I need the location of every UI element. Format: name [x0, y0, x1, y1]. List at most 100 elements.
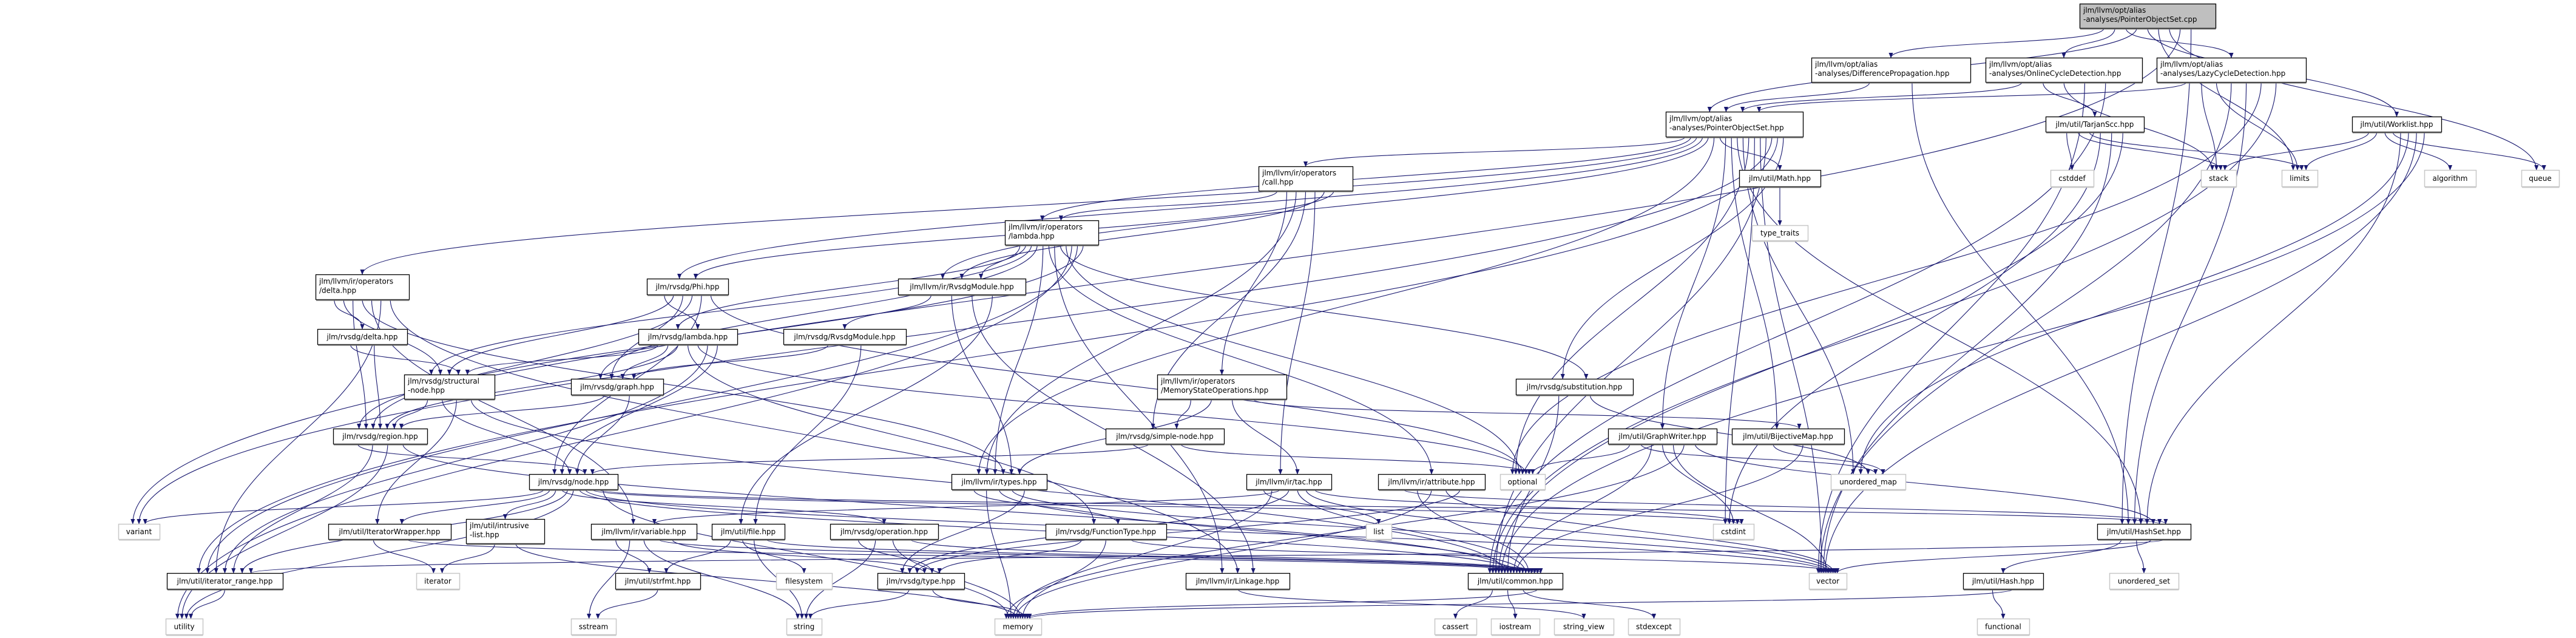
dependency-edge: [1453, 588, 1493, 619]
graph-node-jlm-llvm-ir-attribute-hpp[interactable]: jlm/llvm/ir/attribute.hpp: [1378, 473, 1486, 491]
dependency-edge: [1823, 131, 2417, 574]
dependency-edge: [1263, 489, 1381, 524]
dependency-edge: [1305, 489, 1834, 574]
graph-node-optional: optional: [1499, 473, 1546, 491]
graph-node-iterator: iterator: [416, 572, 461, 591]
dependency-edge: [1314, 489, 1744, 524]
node-label: unordered_map: [1839, 478, 1897, 486]
graph-node-jlm-rvsdg-rvsdgmodule-hpp[interactable]: jlm/rvsdg/RvsdgModule.hpp: [783, 328, 907, 346]
graph-node-jlm-rvsdg-delta-hpp[interactable]: jlm/rvsdg/delta.hpp: [317, 328, 408, 346]
graph-node-jlm-rvsdg-phi-hpp[interactable]: jlm/rvsdg/Phi.hpp: [646, 278, 729, 296]
node-box: [404, 374, 496, 400]
graph-node-jlm-llvm-opt-alias-analyses-differencepropagation-hpp[interactable]: jlm/llvm/opt/alias-analyses/DifferencePr…: [1811, 57, 1972, 84]
dependency-edge: [1231, 398, 1300, 475]
graph-node-jlm-util-worklist-hpp[interactable]: jlm/util/Worklist.hpp: [2351, 116, 2442, 134]
graph-node-jlm-util-common-hpp[interactable]: jlm/util/common.hpp: [1467, 572, 1564, 591]
dependency-edge: [620, 344, 669, 379]
node-label: jlm/rvsdg/type.hpp: [886, 577, 955, 586]
node-label: type_traits: [1760, 229, 1799, 237]
graph-node-jlm-rvsdg-node-hpp[interactable]: jlm/rvsdg/node.hpp: [529, 473, 619, 491]
node-box: [830, 523, 939, 540]
dependency-edge: [664, 538, 731, 574]
dependency-edge: [1129, 538, 1838, 574]
graph-node-jlm-llvm-ir-operators-memorystateoperations-hpp[interactable]: jlm/llvm/ir/operators/MemoryStateOperati…: [1157, 374, 1288, 401]
graph-node-jlm-rvsdg-operation-hpp[interactable]: jlm/rvsdg/operation.hpp: [830, 523, 939, 541]
graph-node-jlm-rvsdg-structural-node-hpp[interactable]: jlm/rvsdg/structural-node.hpp: [404, 374, 496, 401]
graph-node-unordered-map: unordered_map: [1830, 473, 1907, 491]
graph-node-jlm-llvm-ir-types-hpp[interactable]: jlm/llvm/ir/types.hpp: [951, 473, 1048, 491]
node-label: jlm/util/iterator_range.hpp: [177, 577, 273, 586]
dependency-edge: [857, 538, 935, 574]
graph-node-jlm-llvm-opt-alias-analyses-lazycycledetection-hpp[interactable]: jlm/llvm/opt/alias-analyses/LazyCycleDet…: [2156, 57, 2307, 84]
graph-node-jlm-util-file-hpp[interactable]: jlm/util/file.hpp: [711, 523, 786, 541]
node-label: jlm/llvm/ir/attribute.hpp: [1387, 478, 1475, 486]
graph-node-jlm-llvm-ir-variable-hpp[interactable]: jlm/llvm/ir/variable.hpp: [590, 523, 698, 541]
graph-node-jlm-llvm-opt-alias-analyses-pointerobjectset-cpp[interactable]: jlm/llvm/opt/alias-analyses/PointerObjec…: [2079, 3, 2217, 30]
dependency-edge: [2077, 131, 2223, 171]
graph-node-jlm-llvm-ir-rvsdgmodule-hpp[interactable]: jlm/llvm/ir/RvsdgModule.hpp: [898, 278, 1027, 296]
dependency-edge: [1740, 81, 2023, 112]
graph-node-variant: variant: [118, 523, 161, 541]
graph-node-jlm-util-graphwriter-hpp[interactable]: jlm/util/GraphWriter.hpp: [1607, 428, 1718, 446]
dependency-edge: [1060, 244, 1589, 379]
graph-node-unordered-set: unordered_set: [2109, 572, 2180, 591]
graph-node-jlm-util-iterator-range-hpp[interactable]: jlm/util/iterator_range.hpp: [166, 572, 284, 591]
dependency-edge: [1054, 244, 1225, 574]
graph-node-jlm-llvm-opt-alias-analyses-onlinecycledetection-hpp[interactable]: jlm/llvm/opt/alias-analyses/OnlineCycleD…: [1985, 57, 2143, 84]
dependency-edge: [1773, 443, 1885, 475]
graph-node-jlm-util-iteratorwrapper-hpp[interactable]: jlm/util/IteratorWrapper.hpp: [328, 523, 452, 541]
node-label: jlm/rvsdg/simple-node.hpp: [1115, 432, 1214, 441]
graph-node-jlm-util-intrusive-list-hpp[interactable]: jlm/util/intrusive-list.hpp: [465, 518, 546, 545]
graph-node-jlm-rvsdg-lambda-hpp[interactable]: jlm/rvsdg/lambda.hpp: [638, 328, 739, 346]
graph-node-jlm-util-tarjanscc-hpp[interactable]: jlm/util/TarjanScc.hpp: [2045, 116, 2145, 134]
node-box: [1751, 225, 1809, 242]
graph-node-jlm-rvsdg-substitution-hpp[interactable]: jlm/rvsdg/substitution.hpp: [1515, 378, 1634, 396]
node-label: jlm/rvsdg/operation.hpp: [840, 528, 928, 536]
dependency-edge: [1496, 131, 2123, 574]
graph-node-type-traits: type_traits: [1751, 225, 1809, 242]
dependency-edge: [631, 344, 829, 379]
graph-node-jlm-llvm-ir-linkage-hpp[interactable]: jlm/llvm/ir/Linkage.hpp: [1185, 572, 1291, 591]
graph-node-jlm-rvsdg-type-hpp[interactable]: jlm/rvsdg/type.hpp: [877, 572, 965, 591]
node-label: jlm/rvsdg/RvsdgModule.hpp: [793, 333, 895, 341]
graph-node-jlm-llvm-ir-operators-lambda-hpp[interactable]: jlm/llvm/ir/operators/lambda.hpp: [1004, 220, 1100, 246]
node-box: [2097, 523, 2192, 540]
graph-node-jlm-llvm-ir-tac-hpp[interactable]: jlm/llvm/ir/tac.hpp: [1246, 473, 1333, 491]
node-label: cassert: [1442, 623, 1469, 631]
graph-node-jlm-rvsdg-functiontype-hpp[interactable]: jlm/rvsdg/FunctionType.hpp: [1045, 523, 1168, 541]
node-label: jlm/rvsdg/delta.hpp: [326, 333, 397, 341]
dependency-edge: [2001, 538, 2122, 574]
node-box: [2521, 169, 2560, 188]
dependency-edge: [1511, 443, 1652, 574]
node-box: [166, 572, 284, 590]
graph-node-jlm-util-strfmt-hpp[interactable]: jlm/util/strfmt.hpp: [615, 572, 701, 591]
graph-node-jlm-llvm-opt-alias-analyses-pointerobjectset-hpp[interactable]: jlm/llvm/opt/alias-analyses/PointerObjec…: [1665, 111, 1804, 138]
graph-node-jlm-llvm-ir-operators-delta-hpp[interactable]: jlm/llvm/ir/operators/delta.hpp: [315, 274, 410, 301]
graph-node-jlm-util-bijectivemap-hpp[interactable]: jlm/util/BijectiveMap.hpp: [1731, 428, 1845, 446]
dependency-edge: [1760, 136, 1824, 574]
dependency-edge: [130, 27, 2181, 524]
graph-node-jlm-llvm-ir-operators-call-hpp[interactable]: jlm/llvm/ir/operators/call.hpp: [1258, 166, 1354, 192]
graph-node-jlm-rvsdg-graph-hpp[interactable]: jlm/rvsdg/graph.hpp: [570, 378, 664, 396]
dependency-edge: [1493, 136, 1766, 574]
graph-node-jlm-util-math-hpp[interactable]: jlm/util/Math.hpp: [1739, 169, 1822, 188]
graph-node-jlm-rvsdg-simple-node-hpp[interactable]: jlm/rvsdg/simple-node.hpp: [1105, 428, 1225, 446]
dependency-edge: [803, 538, 876, 619]
dependency-edge: [2169, 27, 2539, 171]
node-label: unordered_set: [2118, 577, 2171, 586]
graph-node-cstddef: cstddef: [2050, 169, 2095, 188]
dependency-edge: [940, 136, 1709, 279]
dependency-edge: [615, 538, 652, 574]
dependency-edge: [350, 344, 461, 375]
dependency-edge: [1020, 538, 1107, 619]
graph-node-jlm-util-hash-hpp[interactable]: jlm/util/Hash.hpp: [1962, 572, 2044, 591]
graph-node-string: string: [786, 618, 823, 636]
graph-node-jlm-util-hashset-hpp[interactable]: jlm/util/HashSet.hpp: [2097, 523, 2192, 541]
dependency-edge: [1514, 443, 1804, 574]
dependency-edge: [900, 489, 1025, 574]
dependency-edge: [205, 244, 1078, 574]
graph-node-jlm-rvsdg-region-hpp[interactable]: jlm/rvsdg/region.hpp: [333, 428, 428, 446]
node-box: [1808, 572, 1848, 590]
node-label: jlm/llvm/ir/operators: [1008, 223, 1083, 231]
node-box: [1962, 572, 2044, 590]
